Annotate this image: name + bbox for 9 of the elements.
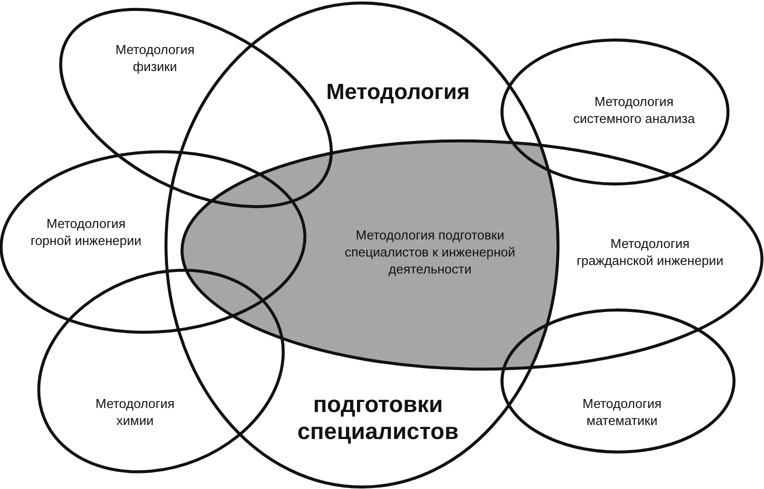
ellipse-label: Методология математики bbox=[581, 395, 663, 429]
ellipse-label: Методология химии bbox=[94, 395, 176, 429]
ellipse-label: Методология подготовки специалистов к инженерной деятельности bbox=[344, 226, 516, 278]
ellipse-label: Методология гражданской инженерии bbox=[576, 235, 724, 269]
ellipse-label: Методология системного анализа bbox=[572, 93, 696, 127]
ellipse-label: Методология горной инженерии bbox=[30, 215, 142, 249]
ellipse-label: Методология физики bbox=[114, 41, 196, 75]
heading-label: подготовки специалистов bbox=[296, 391, 460, 445]
heading-label: Методология bbox=[325, 79, 471, 105]
